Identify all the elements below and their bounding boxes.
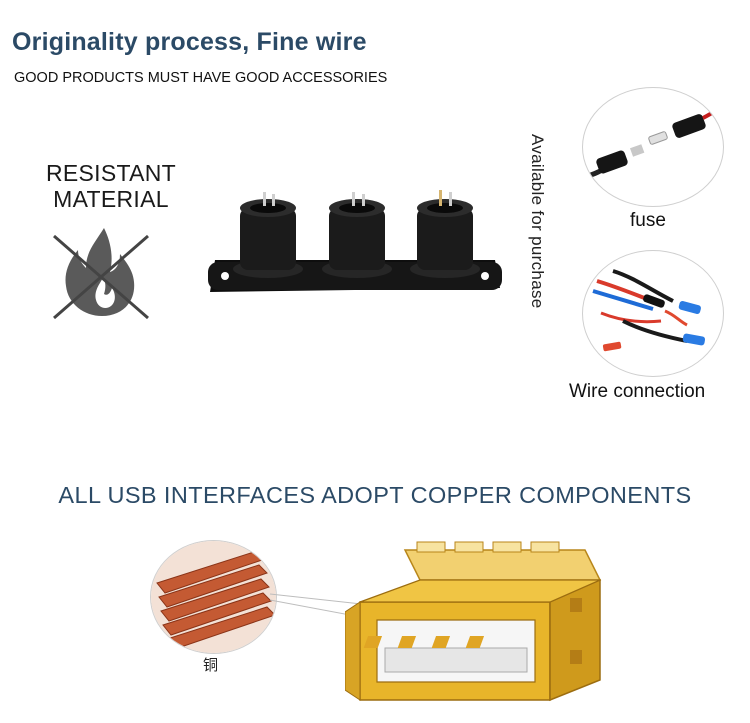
usb-connector-icon: [345, 541, 602, 702]
page-subtitle: GOOD PRODUCTS MUST HAVE GOOD ACCESSORIES: [14, 70, 388, 86]
no-fire-icon: [53, 228, 149, 320]
resistant-line-2: MATERIAL: [53, 186, 169, 212]
wire-connection-image: [582, 250, 724, 377]
fuse-label: fuse: [630, 210, 666, 231]
socket-panel: [208, 190, 502, 292]
usb-section-heading: ALL USB INTERFACES ADOPT COPPER COMPONEN…: [58, 482, 692, 508]
wire-connector-icon: [592, 269, 706, 352]
copper-label: 铜: [203, 657, 219, 674]
fuse-icon: [583, 104, 723, 181]
socket-1: [240, 192, 296, 270]
copper-sheets-image: [150, 540, 277, 654]
fuse-image: [582, 87, 724, 207]
socket-2: [329, 192, 385, 270]
available-for-purchase: Available for purchase: [528, 134, 547, 309]
copper-icon: [151, 541, 276, 653]
socket-3: [417, 190, 473, 270]
resistant-line-1: RESISTANT: [45, 160, 177, 186]
resistant-material-label: RESISTANT MATERIAL: [36, 160, 186, 212]
page-title: Originality process, Fine wire: [12, 28, 367, 56]
wire-connection-label: Wire connection: [569, 381, 706, 402]
